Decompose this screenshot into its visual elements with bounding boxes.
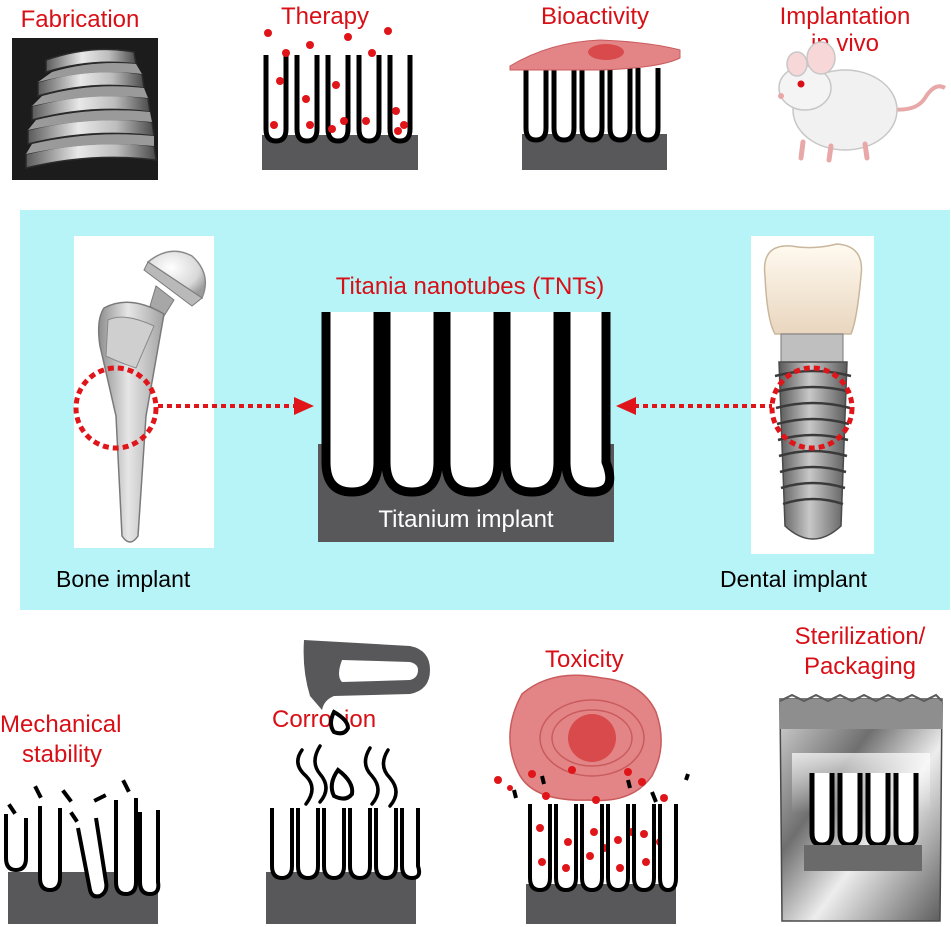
sterile-packaging-illustration: [779, 693, 943, 922]
sterilization-label: Sterilization/ Packaging: [770, 622, 950, 682]
titanium-implant-label: Titanium implant: [378, 506, 554, 533]
toxicity-illustration: [494, 674, 690, 924]
therapy-label: Therapy: [280, 3, 370, 30]
sterilization-label-line1: Sterilization/: [794, 623, 926, 650]
dental-implant-label: Dental implant: [720, 566, 868, 592]
mechanical-stability-label: Mechanical stability: [0, 710, 121, 770]
mechanical-nanotube-array: [4, 779, 161, 924]
central-nanotube-array: [318, 312, 615, 542]
corrosion-label: Corrosion: [272, 706, 377, 733]
toxicity-label: Toxicity: [545, 646, 624, 673]
dental-detail-circle: [769, 365, 855, 451]
left-arrow: [158, 397, 314, 415]
bioactivity-label: Bioactivity: [540, 3, 650, 30]
bone-implant-label: Bone implant: [56, 566, 191, 592]
mechanical-label-line2: stability: [22, 741, 103, 768]
corrosion-illustration: [266, 640, 430, 924]
fabrication-label: Fabrication: [20, 6, 140, 33]
bioactivity-nanotube-array: [509, 39, 681, 170]
implantation-label-line1: Implantation: [779, 3, 911, 30]
bone-detail-circle: [73, 365, 159, 451]
hip-implant-illustration: [97, 250, 207, 543]
mouse-illustration: [778, 41, 947, 163]
therapy-nanotube-array: [262, 27, 418, 170]
implantation-label: Implantation in vivo: [755, 3, 935, 57]
tnts-title: Titania nanotubes (TNTs): [335, 273, 605, 300]
right-arrow: [616, 397, 772, 415]
sterilization-label-line2: Packaging: [803, 653, 917, 680]
mechanical-label-line1: Mechanical: [0, 711, 122, 738]
sem-screw-image: [12, 38, 158, 180]
